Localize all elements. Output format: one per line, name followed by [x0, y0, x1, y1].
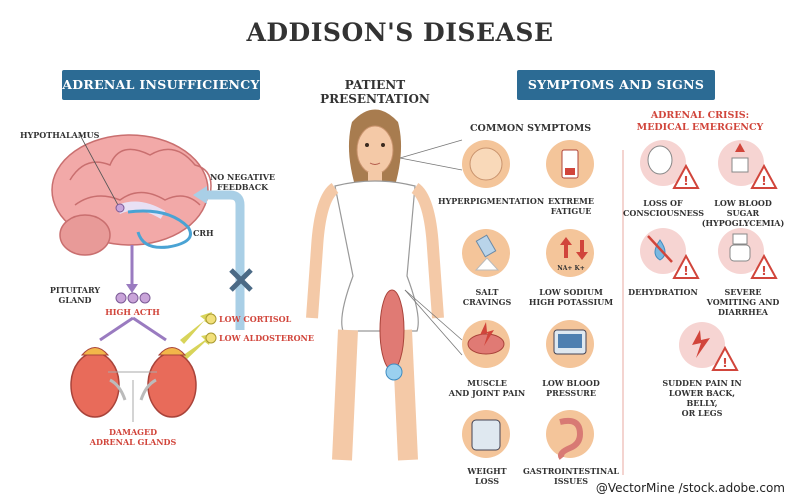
- adrenal-insufficiency-banner: ADRENAL INSUFFICIENCY: [62, 70, 260, 100]
- hypothalamus-label: HYPOTHALAMUS: [20, 130, 100, 140]
- crh-label: CRH: [193, 228, 214, 238]
- right-kidney-icon: [139, 347, 197, 418]
- svg-text:!: !: [722, 356, 727, 370]
- warning-icon: [750, 253, 778, 279]
- patient-figure: [306, 109, 444, 461]
- warning-icon: [672, 253, 700, 279]
- svg-text:!: !: [761, 174, 766, 188]
- high-acth-label: HIGH ACTH: [105, 307, 160, 317]
- page-title: ADDISON'S DISEASE: [246, 18, 554, 47]
- low-aldosterone-label: LOW ALDOSTERONE: [219, 333, 314, 343]
- blocked-cross-icon: [229, 268, 253, 292]
- left-kidney-icon: [70, 347, 127, 418]
- warning-icon: [750, 163, 778, 189]
- patient-presentation-heading: PATIENT PRESENTATION: [320, 78, 430, 106]
- dehydration-label: DEHYDRATION: [628, 287, 698, 297]
- low-blood-sugar-label: LOW BLOOD SUGAR(HYPOGLYCEMIA): [701, 198, 785, 228]
- adrenal-crisis-heading: ADRENAL CRISIS:MEDICAL EMERGENCY: [636, 110, 764, 133]
- warning-icon: [672, 163, 700, 189]
- svg-text:!: !: [683, 174, 688, 188]
- svg-text:!: !: [683, 264, 688, 278]
- svg-text:!: !: [761, 264, 766, 278]
- low-cortisol-label: LOW CORTISOL: [219, 314, 292, 324]
- na-k-label: Na+ K+: [557, 265, 585, 272]
- hyperpigmentation-label: HYPERPIGMENTATION: [438, 196, 545, 206]
- common-symptoms-heading: COMMON SYMPTOMS: [470, 123, 592, 134]
- warning-icon: [711, 345, 739, 371]
- symptoms-and-signs-banner: SYMPTOMS AND SIGNS: [517, 70, 715, 100]
- image-credit: @VectorMine /stock.adobe.com: [592, 480, 788, 496]
